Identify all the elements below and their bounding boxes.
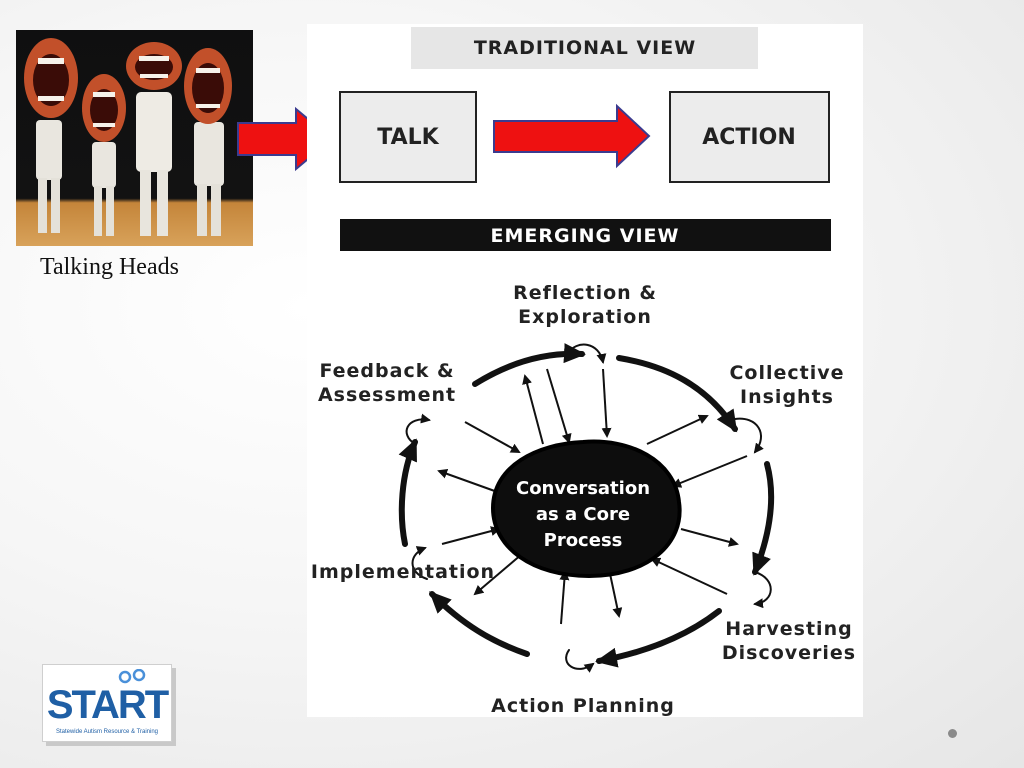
stage-harvesting-line-2: Discoveries [722,642,856,664]
talking-heads-image [16,30,253,246]
logo-people-icon [118,669,146,684]
conversation-diagram: TRADITIONAL VIEW TALK ACTION EMERGING VI… [307,24,863,717]
figure-1 [24,38,78,233]
figure-4 [184,48,232,236]
stage-reflection-line-1: Reflection & [513,282,657,304]
diagram-canvas: TRADITIONAL VIEW TALK ACTION EMERGING VI… [311,27,856,717]
talk-label: TALK [377,125,439,150]
traditional-view-header [411,27,758,69]
action-label: ACTION [702,125,795,150]
emerging-view-header [340,219,831,251]
core-line-2: as a Core [536,504,630,525]
image-caption: Talking Heads [40,254,179,280]
figure-2 [82,74,126,236]
logo-subtitle: Statewide Autism Resource & Training [55,729,159,735]
stage-action-planning: Action Planning [491,695,675,717]
stage-implementation: Implementation [311,561,495,583]
stage-harvesting-line-1: Harvesting [725,618,852,640]
talking-heads-illustration [24,38,232,236]
figure-3 [126,42,182,236]
core-line-3: Process [544,530,623,551]
logo-wordmark: START [46,683,169,727]
cycle-arrows [398,343,775,673]
stage-collective-line-2: Insights [740,386,834,408]
slide-indicator-dot[interactable] [948,729,957,738]
traditional-view-label: TRADITIONAL VIEW [474,37,696,59]
start-logo: START Statewide Autism Resource & Traini… [42,664,172,742]
core-blob [490,439,682,579]
core-line-1: Conversation [516,478,650,499]
arrow-talk-to-action [493,103,651,169]
stage-reflection-line-2: Exploration [518,306,652,328]
stage-feedback-line-2: Assessment [318,384,456,406]
stage-collective-line-1: Collective [729,362,844,384]
emerging-view-label: EMERGING VIEW [491,225,680,247]
action-box [669,91,830,183]
stage-feedback-line-1: Feedback & [319,360,454,382]
radial-arrows [437,368,748,625]
talk-box [339,91,477,183]
